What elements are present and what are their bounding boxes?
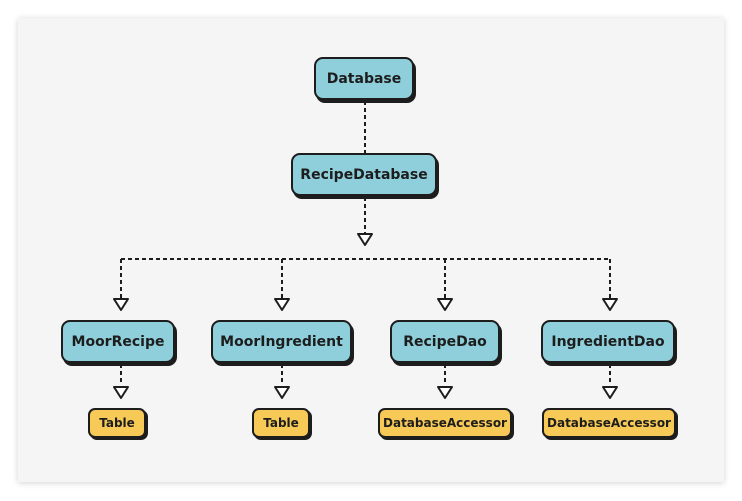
- arrowhead-drop-1: [113, 298, 129, 311]
- node-type-table-2: Table: [252, 408, 310, 438]
- arrowhead-stem: [357, 233, 373, 246]
- node-moor-ingredient: MoorIngredient: [211, 320, 352, 363]
- arrowhead-type-1: [113, 386, 129, 399]
- node-recipe-database: RecipeDatabase: [291, 153, 437, 196]
- node-ingredient-dao: IngredientDao: [541, 320, 675, 363]
- node-moor-recipe: MoorRecipe: [61, 320, 175, 363]
- node-type-table-1: Table: [88, 408, 146, 438]
- arrowhead-type-2: [274, 386, 290, 399]
- arrowhead-type-3: [437, 386, 453, 399]
- node-type-database-accessor-2: DatabaseAccessor: [542, 408, 676, 438]
- arrowhead-type-4: [602, 386, 618, 399]
- arrowhead-drop-4: [602, 298, 618, 311]
- arrowhead-drop-3: [437, 298, 453, 311]
- node-type-database-accessor-1: DatabaseAccessor: [378, 408, 512, 438]
- node-database: Database: [314, 57, 414, 100]
- node-recipe-dao: RecipeDao: [390, 320, 500, 363]
- arrowhead-drop-2: [274, 298, 290, 311]
